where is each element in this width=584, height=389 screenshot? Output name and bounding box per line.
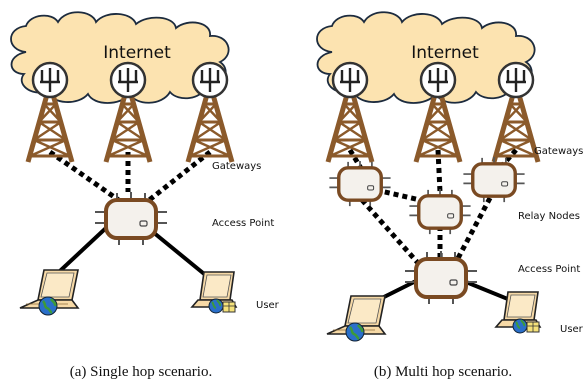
gateway-tower-icon (188, 63, 232, 162)
user-label-a: User (256, 300, 280, 311)
relay-nodes-label: Relay Nodes (518, 211, 580, 222)
access-point-icon (403, 249, 479, 306)
relay-node-icon (407, 187, 473, 236)
access-point-label-b: Access Point (518, 264, 580, 275)
caption-b: (b) Multi hop scenario. (374, 364, 512, 380)
gateway-tower-icon (328, 63, 372, 162)
panel-multi-hop: Internet Gateways Relay Nodes Access Poi (316, 11, 584, 380)
gateway-links-a (48, 149, 212, 204)
laptop-user-icon (325, 294, 387, 343)
gateways-label-b: Gateways (534, 146, 583, 157)
access-point-label-a: Access Point (212, 218, 274, 229)
gateway-tower-icon (106, 63, 150, 162)
gateway-tower-icon (28, 63, 72, 162)
internet-label-b: Internet (411, 43, 479, 63)
caption-a: (a) Single hop scenario. (70, 364, 212, 380)
laptop-user-icon (18, 268, 80, 317)
gateway-tower-icon (416, 63, 460, 162)
relay-nodes (327, 155, 527, 236)
relay-node-icon (461, 155, 527, 204)
user-label-b: User (560, 324, 584, 335)
gateway-tower-icon (494, 63, 538, 162)
relay-node-icon (327, 159, 393, 208)
handheld-user-icon (191, 271, 237, 314)
panel-single-hop: Internet Gateways Access Point User (a) … (10, 11, 280, 380)
gateways-label-a: Gateways (212, 161, 261, 172)
internet-label-a: Internet (103, 43, 171, 63)
